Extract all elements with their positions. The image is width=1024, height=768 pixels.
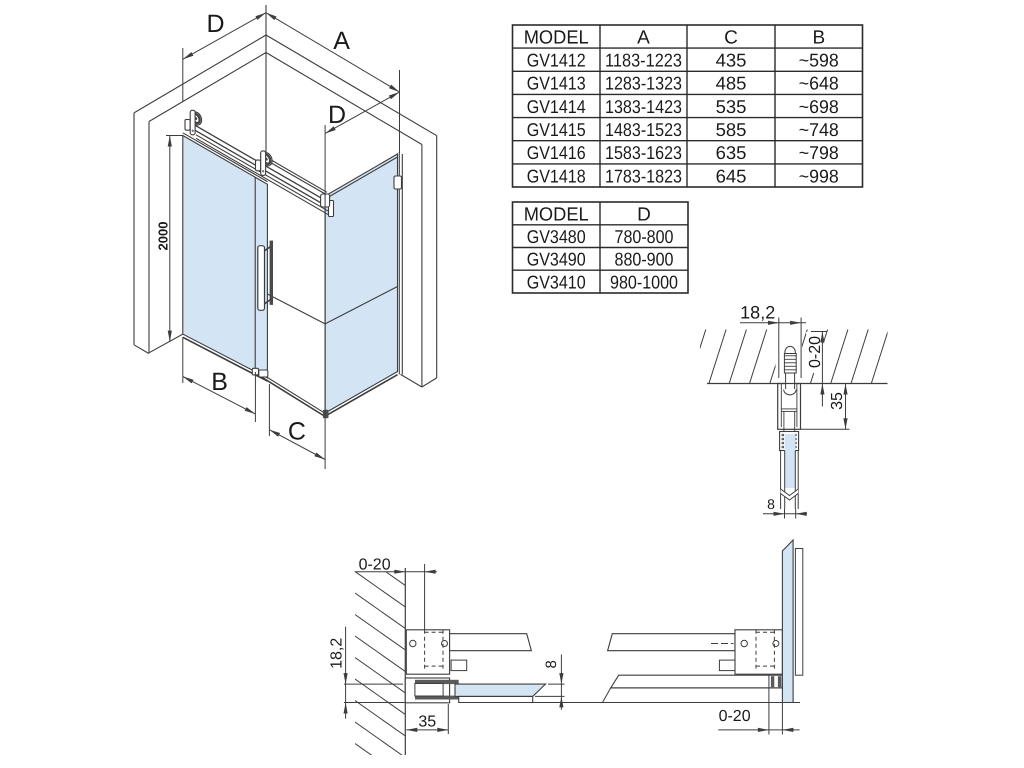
svg-text:535: 535: [716, 96, 747, 117]
svg-text:GV3480: GV3480: [527, 226, 586, 247]
svg-text:B: B: [812, 28, 825, 49]
svg-text:35: 35: [829, 392, 846, 410]
svg-text:GV3410: GV3410: [527, 272, 586, 293]
svg-text:A: A: [637, 28, 650, 49]
svg-text:GV1416: GV1416: [527, 142, 586, 163]
svg-text:645: 645: [716, 165, 747, 186]
svg-text:GV3490: GV3490: [527, 249, 586, 270]
svg-text:18,2: 18,2: [740, 303, 775, 323]
svg-text:GV1415: GV1415: [527, 119, 586, 140]
svg-text:1583-1623: 1583-1623: [605, 142, 682, 163]
svg-text:8: 8: [543, 660, 560, 668]
svg-text:1383-1423: 1383-1423: [605, 96, 682, 117]
svg-text:~698: ~698: [799, 96, 839, 117]
svg-text:GV1413: GV1413: [527, 73, 586, 94]
svg-text:1783-1823: 1783-1823: [605, 165, 682, 186]
svg-text:1483-1523: 1483-1523: [605, 119, 682, 140]
svg-text:485: 485: [716, 73, 747, 94]
svg-text:C: C: [724, 28, 738, 49]
svg-text:A: A: [333, 27, 350, 55]
svg-text:~648: ~648: [799, 73, 839, 94]
svg-text:C: C: [288, 418, 306, 446]
svg-text:~598: ~598: [799, 50, 839, 71]
svg-text:2000: 2000: [155, 222, 170, 251]
svg-text:~798: ~798: [799, 142, 839, 163]
svg-text:GV1414: GV1414: [527, 96, 586, 117]
svg-text:0-20: 0-20: [719, 708, 751, 725]
svg-text:GV1412: GV1412: [527, 50, 586, 71]
svg-text:980-1000: 980-1000: [610, 272, 678, 293]
svg-text:435: 435: [716, 50, 747, 71]
svg-text:8: 8: [767, 496, 775, 512]
svg-text:GV1418: GV1418: [527, 165, 586, 186]
svg-text:1283-1323: 1283-1323: [605, 73, 682, 94]
svg-text:35: 35: [418, 714, 436, 731]
svg-text:D: D: [206, 10, 224, 38]
svg-text:0-20: 0-20: [807, 336, 824, 368]
svg-text:MODEL: MODEL: [524, 204, 589, 225]
svg-text:0-20: 0-20: [359, 557, 391, 574]
svg-text:D: D: [328, 101, 346, 129]
svg-text:635: 635: [716, 142, 747, 163]
svg-text:880-900: 880-900: [615, 249, 674, 270]
svg-text:MODEL: MODEL: [524, 28, 589, 49]
svg-text:D: D: [637, 204, 651, 225]
svg-text:B: B: [211, 368, 228, 396]
svg-text:585: 585: [716, 119, 747, 140]
svg-text:780-800: 780-800: [615, 226, 674, 247]
svg-text:~998: ~998: [799, 165, 839, 186]
svg-text:18,2: 18,2: [329, 638, 346, 669]
svg-text:~748: ~748: [799, 119, 839, 140]
svg-text:1183-1223: 1183-1223: [605, 50, 682, 71]
